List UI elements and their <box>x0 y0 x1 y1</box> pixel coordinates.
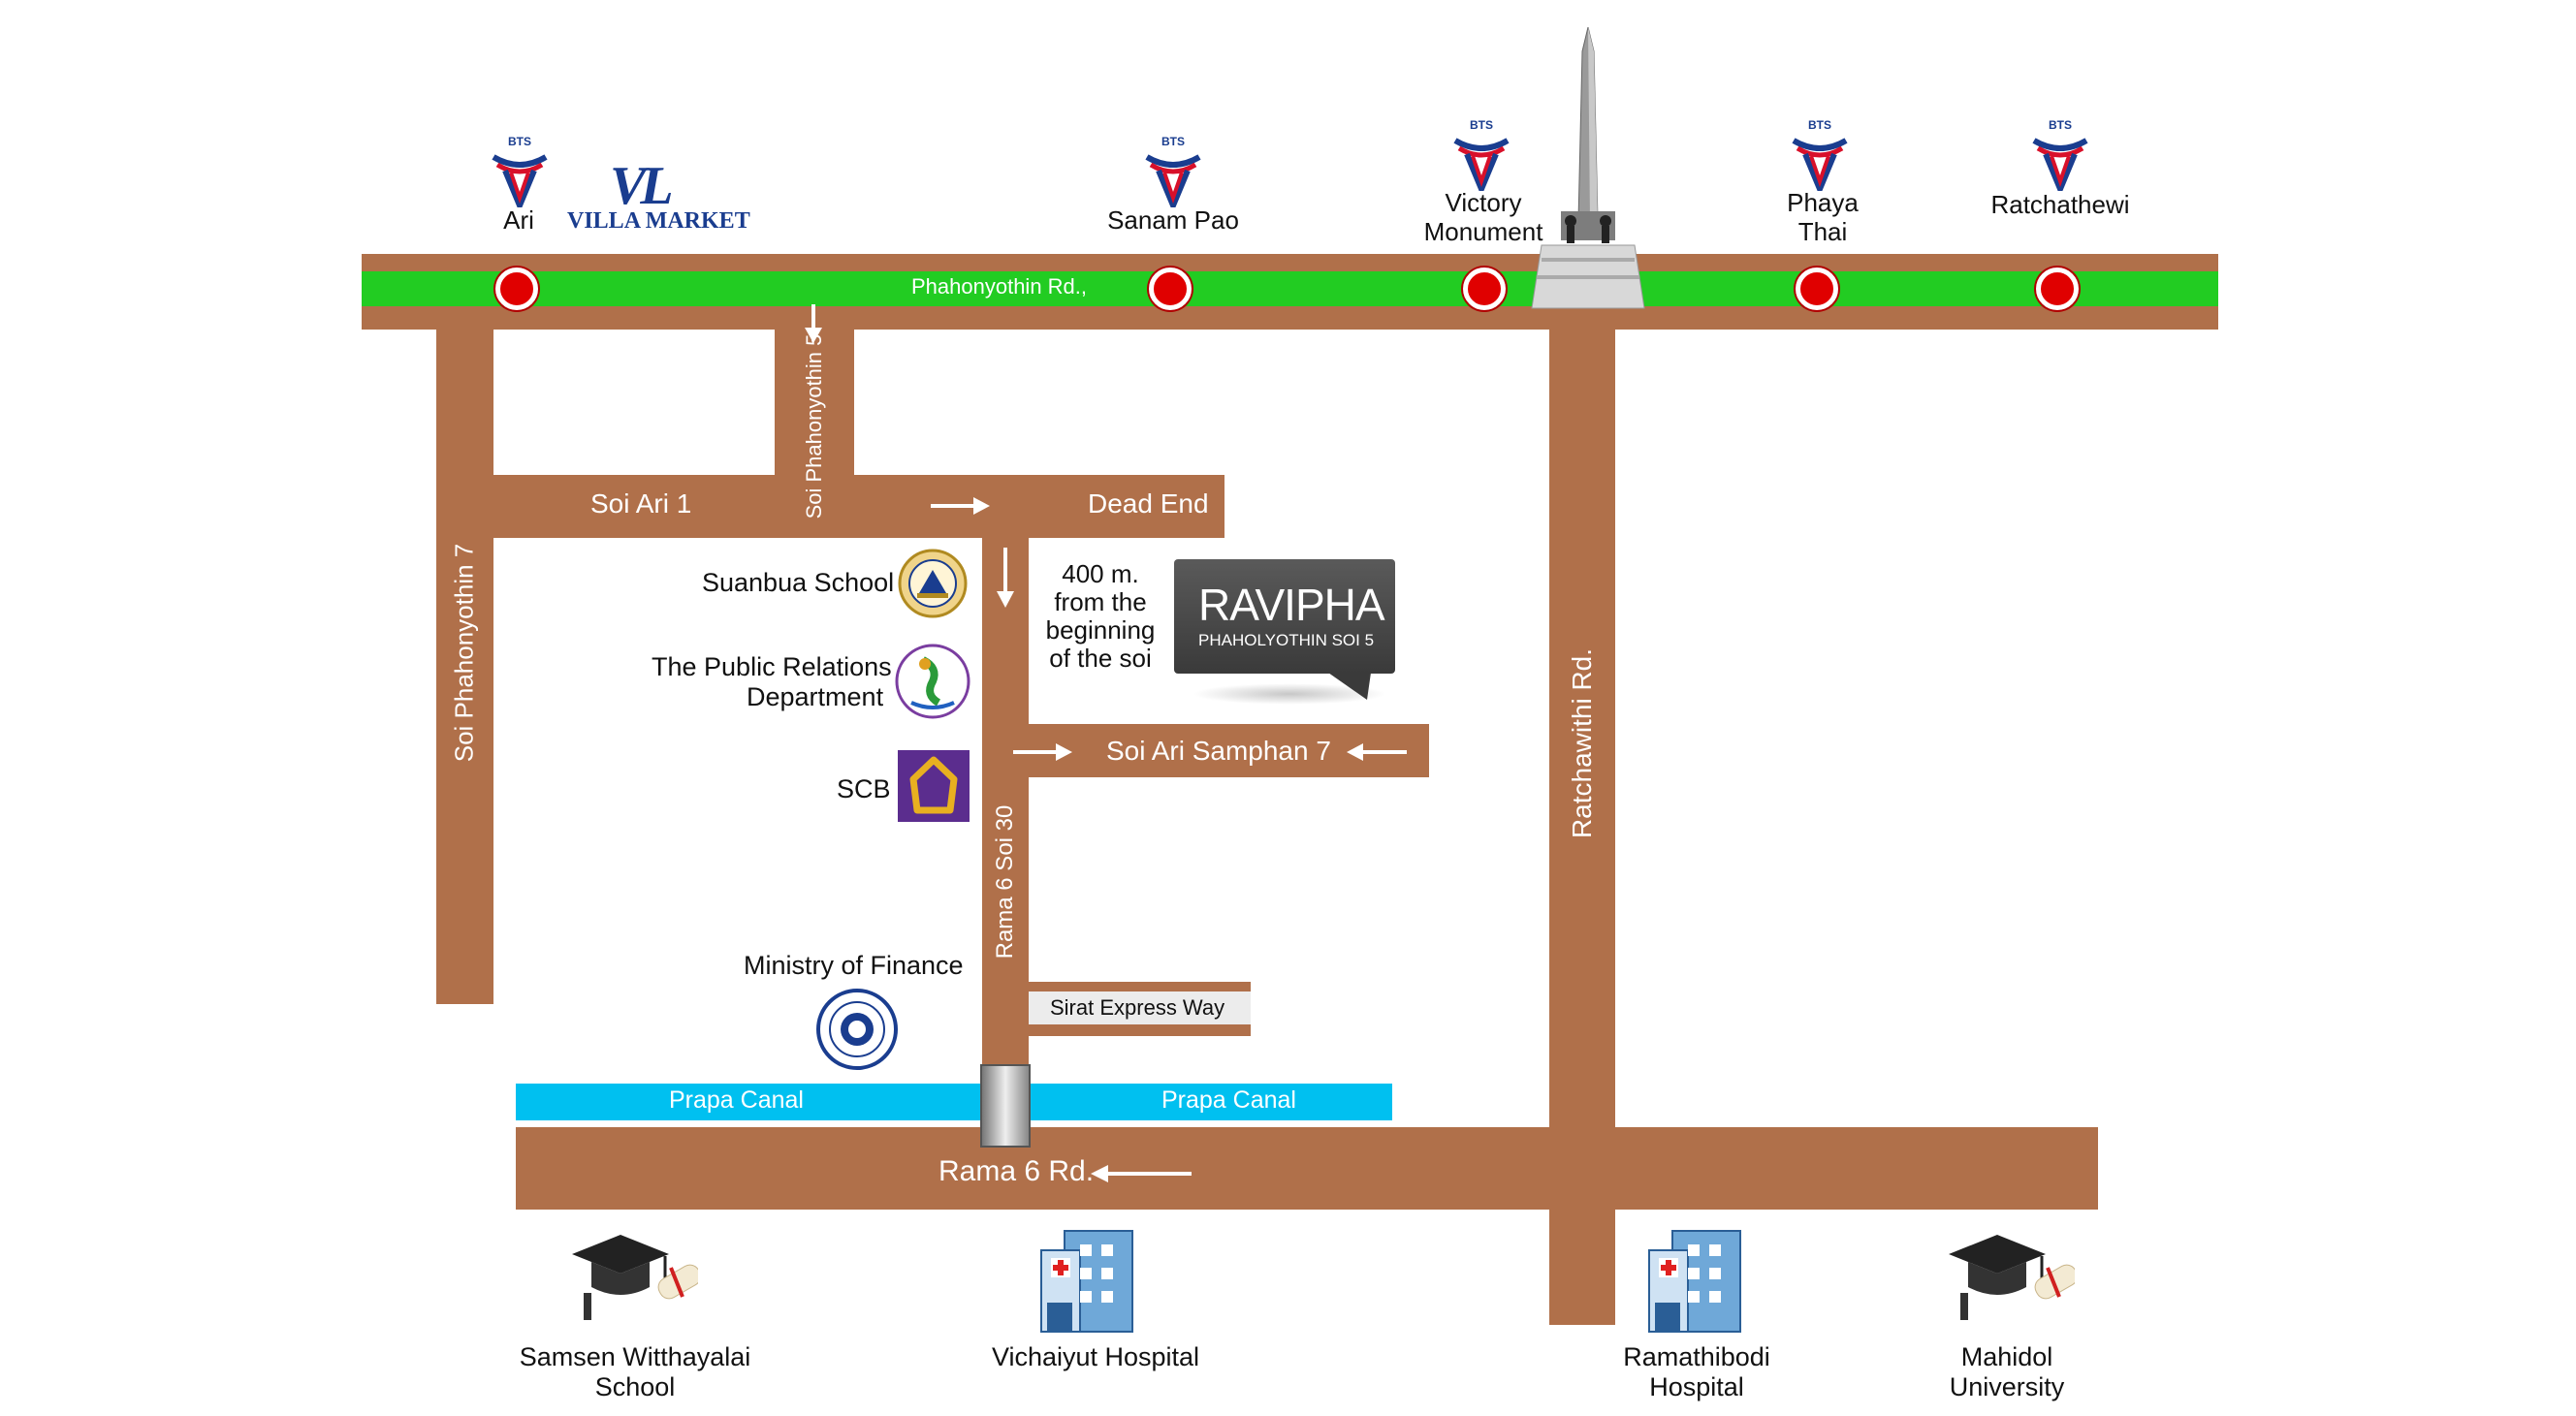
distance-note: 400 m. from the beginning of the soi <box>1028 560 1173 673</box>
note-line-4: of the soi <box>1049 644 1152 673</box>
suanbua-seal-icon <box>898 549 968 618</box>
sanam-pao-station-dot <box>1149 267 1192 310</box>
soi-phahonyothin-5-label: Soi Phahonyothin 5 <box>802 333 826 519</box>
villa-market-logo-icon: VL <box>610 156 674 216</box>
bts-logo-phaya-thai-icon: BTS <box>1792 118 1848 191</box>
mof-seal-icon <box>816 989 898 1070</box>
scb-label: SCB <box>837 774 891 803</box>
svg-text:BTS: BTS <box>1808 118 1831 132</box>
samphan-right-arrow-icon <box>1347 743 1407 761</box>
graduation-cap-icon <box>1949 1235 2075 1320</box>
rama6-label: Rama 6 Rd. <box>938 1155 1095 1187</box>
suanbua-label: Suanbua School <box>702 568 895 597</box>
victory-monument-station-dot <box>1463 267 1506 310</box>
note-line-3: beginning <box>1045 615 1156 645</box>
soi-ari-1-road <box>493 475 1224 538</box>
rama6-soi30-road <box>982 538 1029 1071</box>
soi-phahonyothin-7-label: Soi Phahonyothin 7 <box>449 543 479 763</box>
prapa-canal <box>516 1084 1392 1120</box>
main-road-label: Phahonyothin Rd., <box>911 274 1088 299</box>
soi-ari-1-label: Soi Ari 1 <box>590 488 692 519</box>
rama6-soi30-label: Rama 6 Soi 30 <box>992 804 1018 960</box>
prd-seal-icon <box>895 644 970 719</box>
victory-monument-icon <box>1531 27 1645 309</box>
svg-text:BTS: BTS <box>1161 135 1185 148</box>
villa-market-label: VILLA MARKET <box>567 208 750 234</box>
soi-phahonyothin-7-road <box>436 330 493 1004</box>
soi5-down-arrow-icon <box>805 304 822 343</box>
hospital-building-icon <box>1648 1230 1741 1333</box>
rama6-arrow-icon <box>1091 1165 1192 1182</box>
svg-text:BTS: BTS <box>2049 118 2072 132</box>
soi30-down-arrow-icon <box>997 548 1014 608</box>
sirat-express-way-inner <box>1029 991 1251 1024</box>
ravipha-sub: PHAHOLYOTHIN SOI 5 <box>1198 631 1375 649</box>
scb-logo-icon <box>898 750 970 822</box>
vichaiyut-label: Vichaiyut Hospital <box>991 1342 1200 1371</box>
graduation-cap-icon <box>572 1235 698 1320</box>
mof-label: Ministry of Finance <box>744 951 964 980</box>
svg-text:BTS: BTS <box>1470 118 1493 132</box>
station-name-phaya-thai: Phaya Thai <box>1787 188 1859 246</box>
ratchathewi-station-dot <box>2036 267 2079 310</box>
note-line-2: from the <box>1054 587 1147 616</box>
bts-green-line <box>362 271 2218 306</box>
hospital-building-icon <box>1040 1230 1133 1333</box>
sirat-label: Sirat Express Way <box>1050 995 1225 1020</box>
station-name-sanam-pao: Sanam Pao <box>1107 205 1239 235</box>
station-name-ari: Ari <box>503 205 534 235</box>
ravipha-callout: RAVIPHA PHAHOLYOTHIN SOI 5 <box>1174 559 1395 674</box>
note-line-1: 400 m. <box>1062 559 1139 588</box>
canal-label-left: Prapa Canal <box>669 1086 804 1114</box>
soi-ari-samphan-7-label: Soi Ari Samphan 7 <box>1106 736 1331 766</box>
bts-logo-victory-monument-icon: BTS <box>1453 118 1510 191</box>
bts-logo-sanam-pao-icon: BTS <box>1145 135 1201 207</box>
svg-text:BTS: BTS <box>508 135 531 148</box>
station-name-victory-monument: Victory Monument <box>1423 188 1543 246</box>
samsen-label: Samsen Witthayalai School <box>519 1342 751 1401</box>
ravipha-pointer-icon <box>1328 673 1371 700</box>
prd-label-line1: The Public Relations <box>652 652 892 681</box>
canal-label-right: Prapa Canal <box>1161 1086 1296 1114</box>
ratchawithi-label: Ratchawithi Rd. <box>1567 647 1597 839</box>
soi-phahonyothin-5-road <box>775 330 854 475</box>
dead-end-label: Dead End <box>1088 488 1209 519</box>
phaya-thai-station-dot <box>1796 267 1838 310</box>
ari-station-dot <box>495 267 538 310</box>
bridge <box>980 1064 1031 1148</box>
bts-logo-ari-icon: BTS <box>492 135 548 207</box>
ravipha-shadow <box>1193 683 1386 705</box>
rama6-road <box>516 1127 2098 1210</box>
ravipha-name: RAVIPHA <box>1198 580 1385 630</box>
mahidol-label: Mahidol University <box>1949 1342 2065 1401</box>
samphan-left-arrow-icon <box>1013 743 1072 761</box>
bts-logo-ratchathewi-icon: BTS <box>2032 118 2088 191</box>
station-name-ratchathewi: Ratchathewi <box>1990 190 2130 219</box>
soi-ari-1-arrow-icon <box>931 497 990 515</box>
ramathibodi-label: Ramathibodi Hospital <box>1623 1342 1770 1401</box>
prd-label-line2: Department <box>747 682 884 711</box>
